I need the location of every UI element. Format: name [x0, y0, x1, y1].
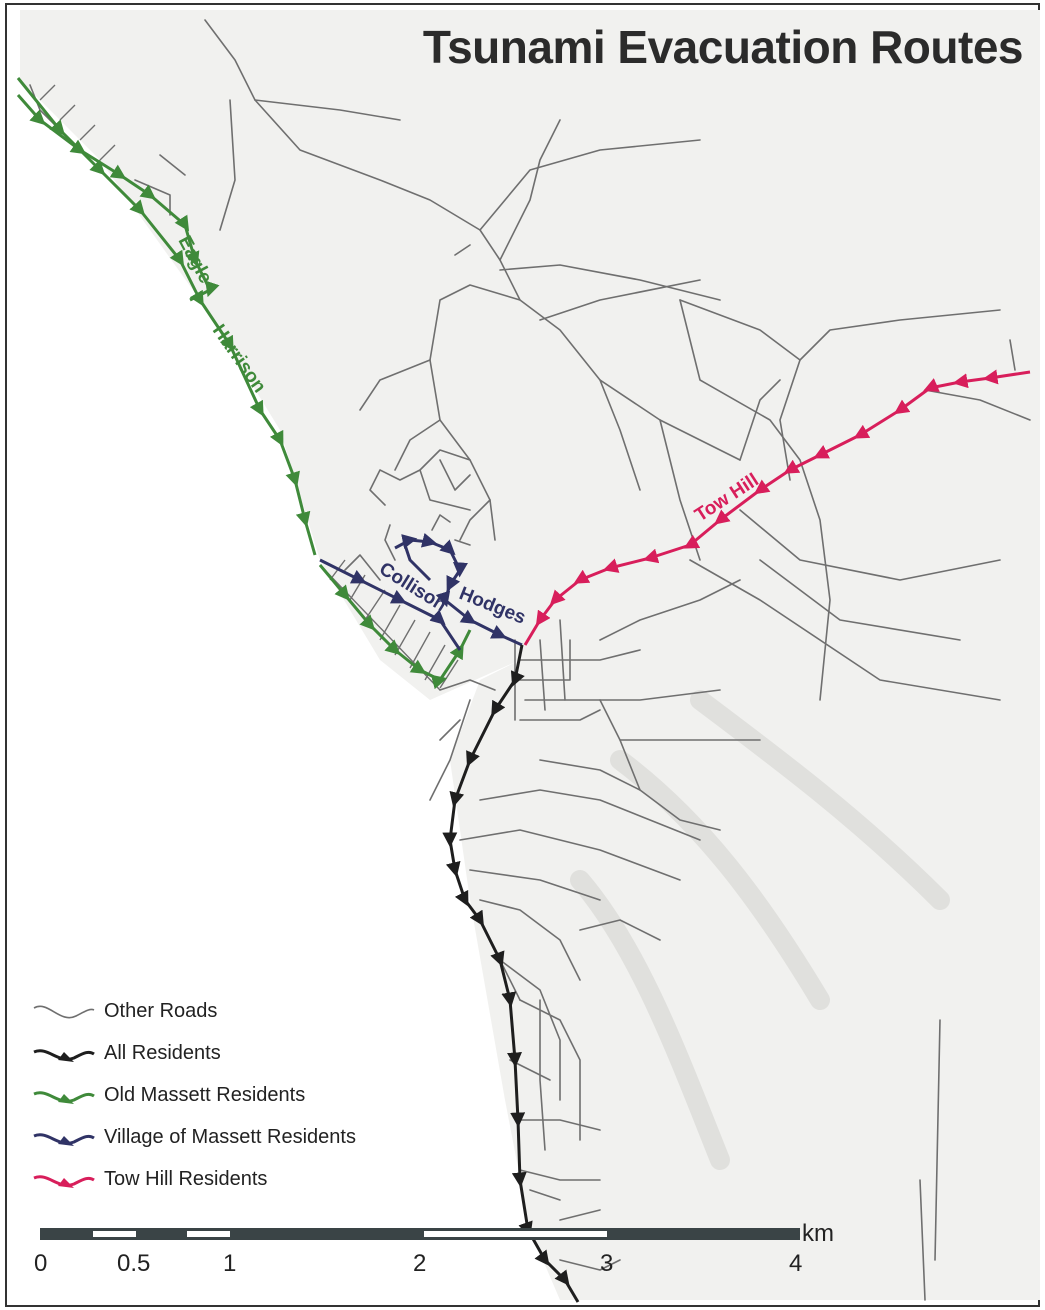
scale-tick-1: 1: [223, 1250, 237, 1277]
route-tow-hill: [523, 369, 1031, 646]
route-old-massett: [16, 77, 472, 690]
legend-label: Tow Hill Residents: [104, 1168, 268, 1190]
legend-item-tow-hill: Tow Hill Residents: [30, 1164, 450, 1206]
scale-bar: [40, 1228, 800, 1240]
map-title: Tsunami Evacuation Routes: [422, 21, 1024, 73]
legend-swatch-old-massett: [33, 1091, 95, 1104]
terrain-ridge: [570, 690, 950, 1170]
legend-label: Old Massett Residents: [104, 1084, 306, 1106]
scale-tick-2: 2: [413, 1250, 427, 1277]
legend-item-village-massett: Village of Massett Residents: [30, 1122, 450, 1164]
legend-swatch-other-roads: [33, 1005, 95, 1019]
legend-item-all-residents: All Residents: [30, 1038, 450, 1080]
scale-tick-3: 3: [600, 1250, 614, 1277]
route-village-massett: [319, 532, 523, 651]
scale-tick-0-5: 0.5: [117, 1250, 151, 1277]
scale-unit: km: [802, 1220, 834, 1247]
legend-label: All Residents: [104, 1042, 221, 1064]
legend-label: Village of Massett Residents: [104, 1126, 356, 1148]
scale-tick-4: 4: [789, 1250, 803, 1277]
legend: Other Roads All Residents Old Massett Re…: [30, 996, 450, 1206]
legend-item-other-roads: Other Roads: [30, 996, 450, 1038]
legend-label: Other Roads: [104, 1000, 218, 1022]
legend-swatch-tow-hill: [33, 1175, 95, 1188]
legend-item-old-massett: Old Massett Residents: [30, 1080, 450, 1122]
legend-swatch-all-residents: [33, 1049, 95, 1062]
scale-tick-0: 0: [34, 1250, 48, 1277]
legend-swatch-village-massett: [33, 1133, 95, 1146]
